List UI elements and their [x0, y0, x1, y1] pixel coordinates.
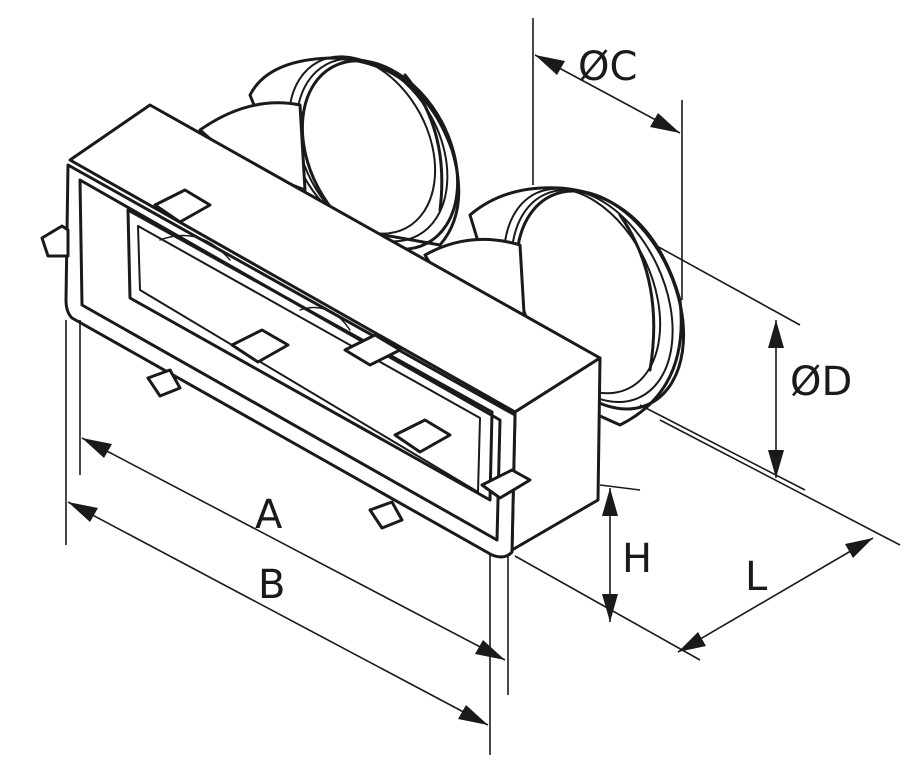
rectangular-body [40, 103, 602, 559]
dimension-a: A [81, 437, 506, 661]
dimension-b: B [67, 501, 489, 726]
dimension-l: L [677, 537, 874, 653]
label-d: ØD [790, 359, 852, 405]
dimension-d: ØD [768, 320, 852, 478]
label-a: A [255, 492, 283, 538]
dimension-h: H [602, 488, 652, 622]
label-b: B [258, 562, 285, 608]
label-l: L [745, 554, 768, 600]
label-h: H [622, 536, 652, 582]
dimension-c: ØC [534, 44, 681, 134]
label-c: ØC [578, 44, 637, 90]
